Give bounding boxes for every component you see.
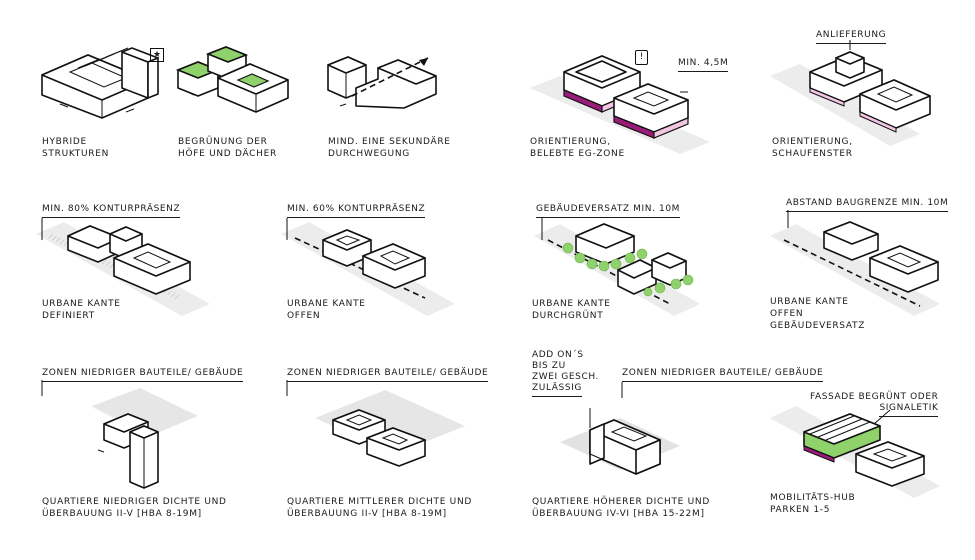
secondary-path-drawing — [327, 56, 437, 109]
high-density-drawing — [560, 382, 680, 475]
edge-green-drawing — [534, 218, 700, 316]
green-roof-drawing — [175, 46, 289, 113]
zone-label: ZONEN NIEDRIGER BAUTEILE/ GEBÄUDE — [287, 368, 489, 382]
diagram-dichte-niedrig: ZONEN NIEDRIGER BAUTEILE/ GEBÄUDE QUARTI… — [30, 366, 250, 526]
caption: ORIENTIERUNG,BELEBTE EG-ZONE — [530, 137, 625, 159]
setback-label: ABSTAND BAUGRENZE MIN. 10M — [786, 198, 949, 212]
delivery-label: ANLIEFERUNG — [816, 30, 887, 44]
low-density-drawing — [41, 380, 198, 489]
dimension-label: MIN. 4,5M — [678, 58, 729, 72]
mid-density-drawing — [286, 380, 465, 467]
diagram-schaufenster: ANLIEFERUNG ORIENTIERUNG,SCHAUFENSTER — [770, 28, 950, 165]
hybrid-block-drawing — [41, 47, 159, 119]
edge-offset-drawing — [770, 210, 940, 316]
edge-defined-drawing — [36, 218, 210, 316]
diagram-eg-zone: ! MIN. 4,5M ORIENTIERUNG,BELEBTE EG-ZONE — [530, 30, 730, 165]
zone-label: ZONEN NIEDRIGER BAUTEILE/ GEBÄUDE — [42, 368, 244, 382]
mobility-hub-drawing — [770, 406, 940, 498]
caption: ORIENTIERUNG,SCHAUFENSTER — [772, 137, 853, 159]
star-icon: ★ — [150, 48, 164, 62]
offset-label: GEBÄUDEVERSATZ MIN. 10M — [536, 204, 681, 218]
contour-label: MIN. 60% KONTURPRÄSENZ — [287, 204, 426, 218]
contour-label: MIN. 80% KONTURPRÄSENZ — [42, 204, 181, 218]
exclamation-icon: ! — [635, 50, 648, 65]
shopfront-drawing — [770, 40, 931, 146]
zone-label: ZONEN NIEDRIGER BAUTEILE/ GEBÄUDE — [622, 368, 824, 382]
diagram-dichte-mittel: ZONEN NIEDRIGER BAUTEILE/ GEBÄUDE QUARTI… — [275, 366, 495, 526]
ground-floor-drawing — [530, 55, 710, 154]
edge-open-drawing — [281, 218, 455, 316]
